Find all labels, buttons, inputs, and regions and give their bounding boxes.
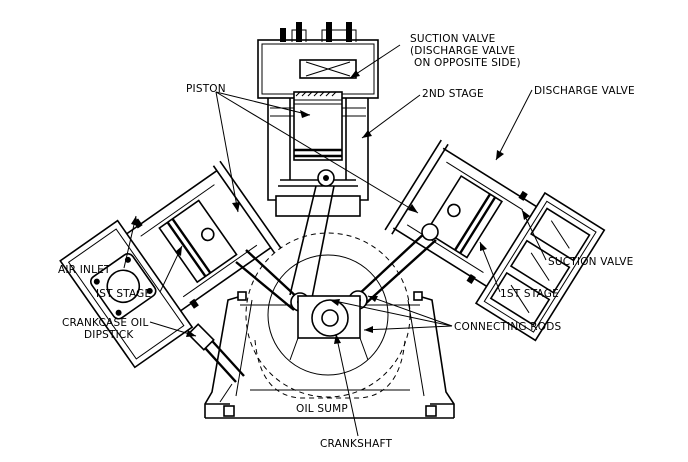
label-crankshaft: CRANKSHAFT xyxy=(320,438,393,450)
right-rod-b xyxy=(363,239,437,306)
label-crankcase-oil: CRANKCASE OIL xyxy=(62,317,149,329)
label-discharge-valve: DISCHARGE VALVE xyxy=(534,85,635,97)
oil-sump-outline xyxy=(254,339,406,399)
label-oil-sump: OIL SUMP xyxy=(296,403,348,415)
label-air-inlet: AIR INLET xyxy=(58,264,111,276)
left-rod-b xyxy=(235,261,295,311)
second-stage-cylinder xyxy=(257,22,379,217)
label-second-stage: 2ND STAGE xyxy=(422,88,484,100)
left-rod-a xyxy=(245,249,301,301)
flywheel-inner xyxy=(267,254,389,376)
crank-throw-circle xyxy=(245,232,411,398)
right-small-end xyxy=(421,223,439,241)
leader-lines xyxy=(123,44,547,437)
label-first-stage-left: IST STAGE xyxy=(96,288,151,300)
label-piston: PISTON xyxy=(186,83,226,95)
crankcase-dipstick xyxy=(187,323,245,403)
label-suction-valve-top-3: ON OPPOSITE SIDE) xyxy=(414,57,521,69)
label-first-stage-right: 1ST STAGE xyxy=(500,288,559,300)
label-suction-valve-right: SUCTION VALVE xyxy=(548,256,633,268)
right-rod-a xyxy=(357,229,429,296)
right-cylinder xyxy=(384,139,606,342)
top-rod-line-b xyxy=(311,185,335,299)
labels: SUCTION VALVE (DISCHARGE VALVE ON OPPOSI… xyxy=(58,33,635,450)
label-dipstick: DIPSTICK xyxy=(84,329,134,341)
label-suction-valve-top-2: (DISCHARGE VALVE xyxy=(410,45,515,57)
label-suction-valve-top: SUCTION VALVE xyxy=(410,33,495,45)
top-rod-line-a xyxy=(289,185,317,296)
crankshaft-hub xyxy=(289,295,369,361)
left-cylinder xyxy=(59,160,282,369)
label-connecting-rods: CONNECTING RODS xyxy=(454,321,562,333)
